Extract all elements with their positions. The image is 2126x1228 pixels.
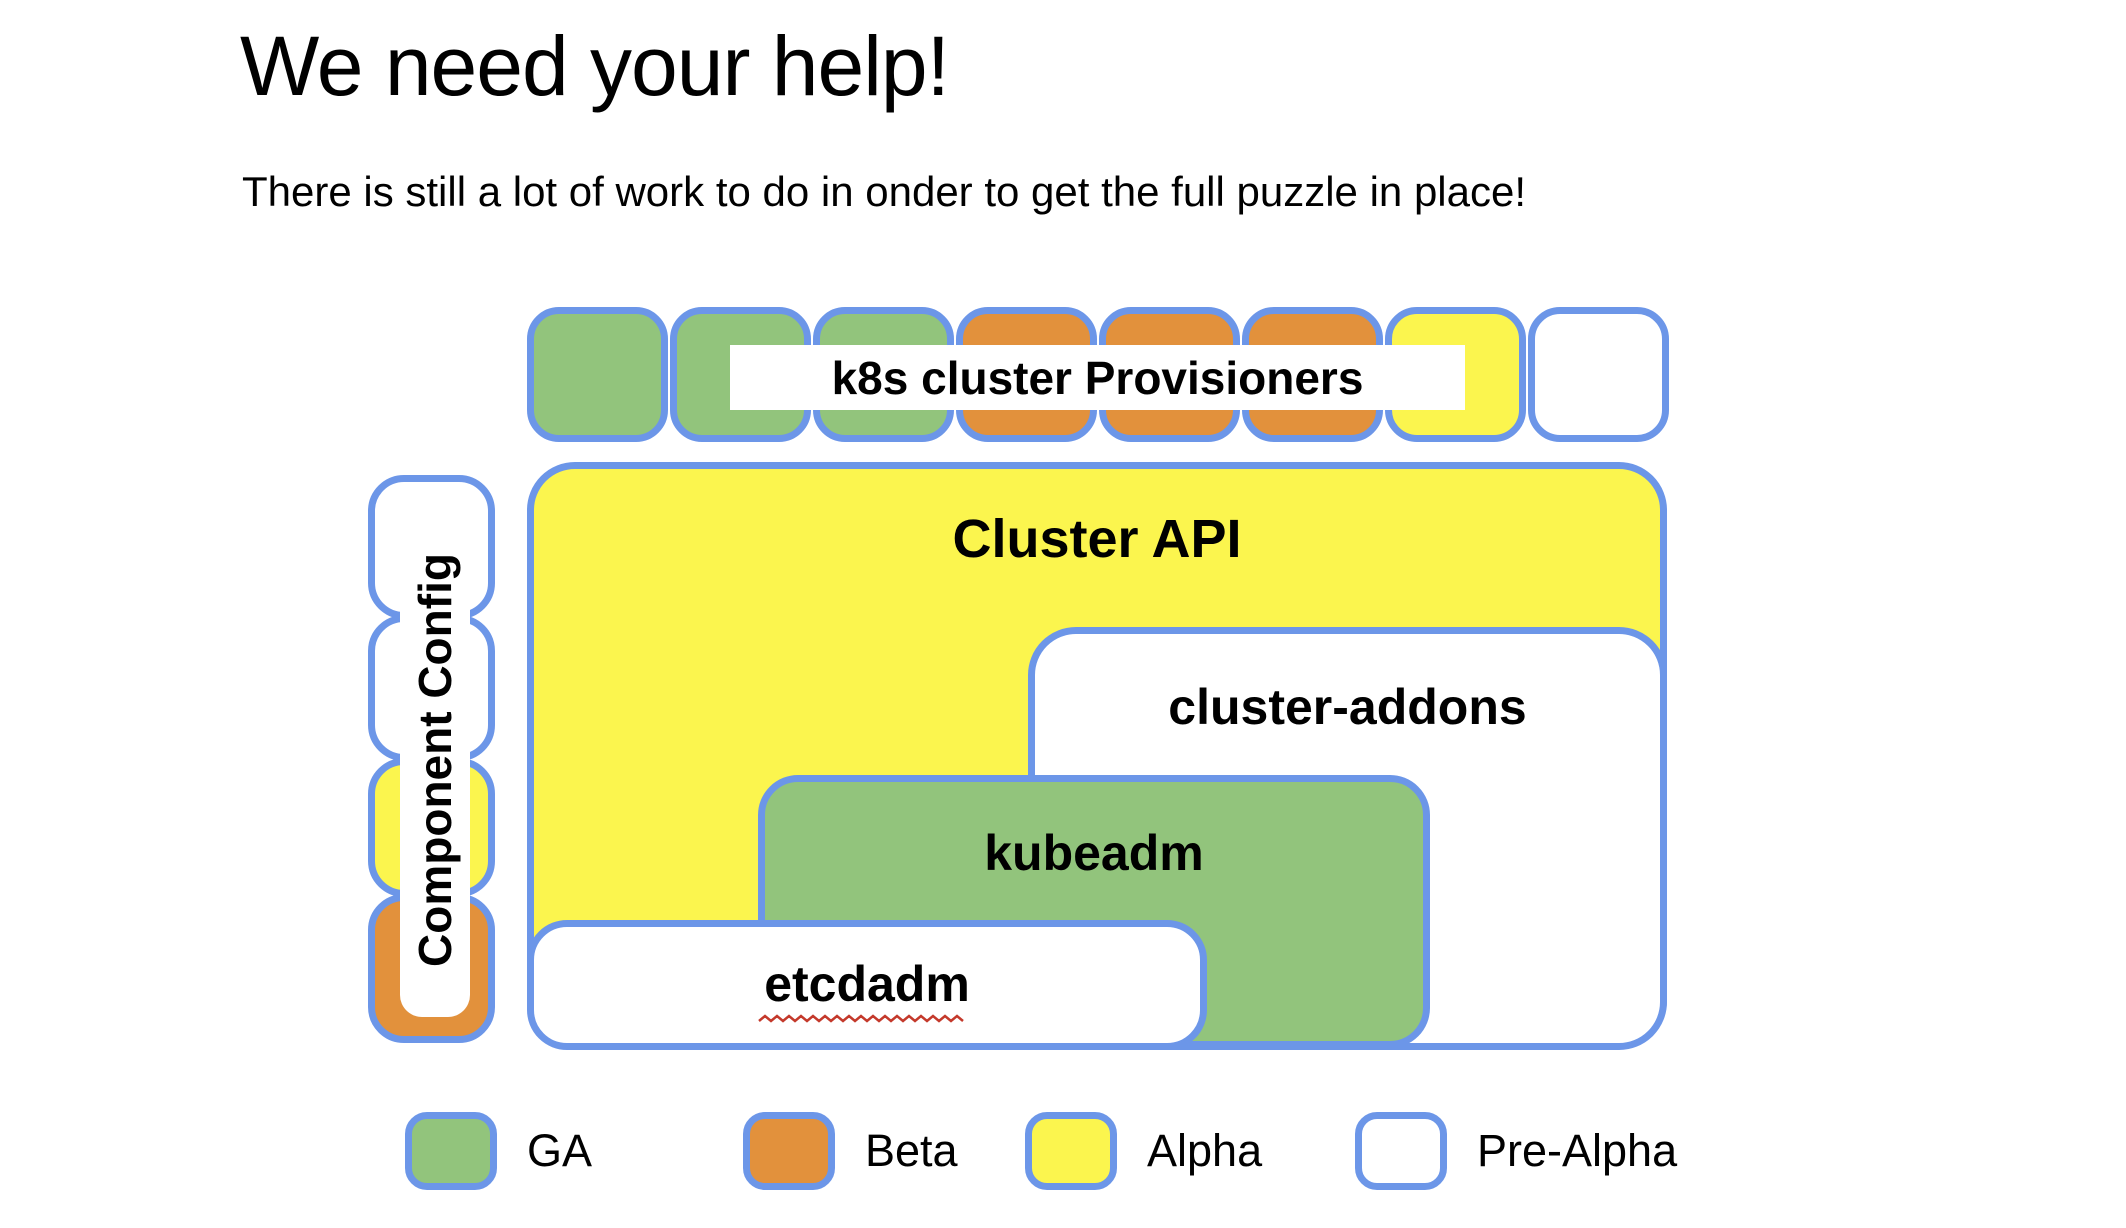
legend-item-beta: Beta <box>743 1112 958 1190</box>
component-config-label-strip: Component Config <box>400 503 470 1017</box>
spellcheck-squiggle <box>758 1014 964 1023</box>
legend-label-ga: GA <box>527 1125 593 1176</box>
cluster-api-label: Cluster API <box>952 509 1242 569</box>
provisioner-square <box>527 307 668 442</box>
cluster-addons-label: cluster-addons <box>1168 679 1527 735</box>
legend-label-prealpha: Pre-Alpha <box>1477 1125 1678 1176</box>
legend-swatch-ga <box>405 1112 497 1190</box>
legend-swatch-prealpha <box>1355 1112 1447 1190</box>
box-etcdadm: etcdadm <box>527 920 1207 1050</box>
legend-item-alpha: Alpha <box>1025 1112 1262 1190</box>
legend-label-alpha: Alpha <box>1147 1125 1263 1176</box>
legend-swatch-alpha <box>1025 1112 1117 1190</box>
kubeadm-label: kubeadm <box>984 825 1204 881</box>
legend-swatch-beta <box>743 1112 835 1190</box>
etcdadm-label: etcdadm <box>764 956 970 1012</box>
legend-label-beta: Beta <box>865 1125 958 1176</box>
page-title: We need your help! <box>240 19 950 113</box>
provisioner-square <box>1528 307 1669 442</box>
page-subtitle: There is still a lot of work to do in on… <box>242 168 1527 215</box>
legend-item-prealpha: Pre-Alpha <box>1355 1112 1677 1190</box>
provisioners-label: k8s cluster Provisioners <box>730 345 1465 410</box>
legend-item-ga: GA <box>405 1112 592 1190</box>
component-config-label: Component Config <box>409 553 462 967</box>
